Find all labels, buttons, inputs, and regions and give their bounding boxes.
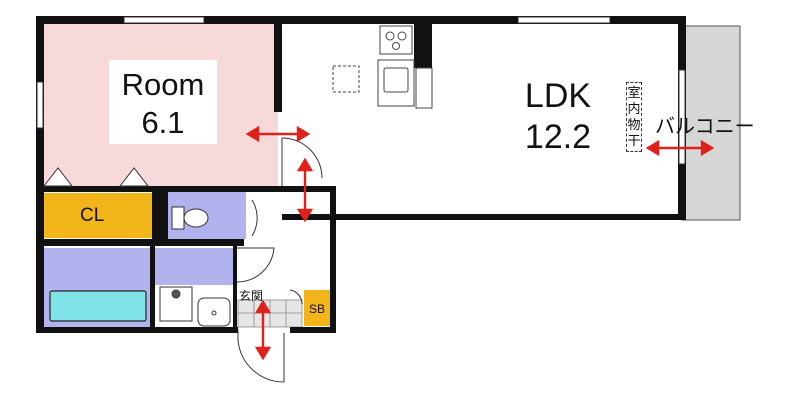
kitchen-stove-icon [379, 25, 413, 55]
counter [415, 67, 433, 109]
door-swing-icon [236, 137, 323, 383]
ldk-name: LDK [524, 77, 592, 115]
passage-arrows [245, 125, 715, 361]
room-size: 6.1 [141, 105, 185, 140]
closet-door-icon [42, 167, 150, 187]
room-name: Room [121, 67, 205, 102]
balcony-area [681, 25, 741, 221]
shoe-box [304, 290, 334, 326]
bathtub-icon [49, 290, 147, 322]
washing-machine-icon [159, 286, 193, 322]
window-icon [36, 16, 686, 165]
sink-icon [377, 59, 415, 107]
ldk-size: 12.2 [524, 118, 592, 156]
ldk-floor [282, 24, 682, 217]
entrance-label: 玄関 [239, 289, 264, 303]
balcony-label: バルコニー [655, 116, 755, 138]
entrance-tiles [237, 299, 303, 328]
wash-basin-icon [197, 297, 231, 327]
closet-label: CL [80, 205, 105, 226]
closet-floor [44, 193, 158, 238]
indoor-drying-label: 室内物干 [626, 82, 642, 152]
shoe-box-label: SB [309, 302, 326, 316]
toilet-icon [171, 206, 209, 230]
fridge-space-icon [332, 65, 360, 93]
